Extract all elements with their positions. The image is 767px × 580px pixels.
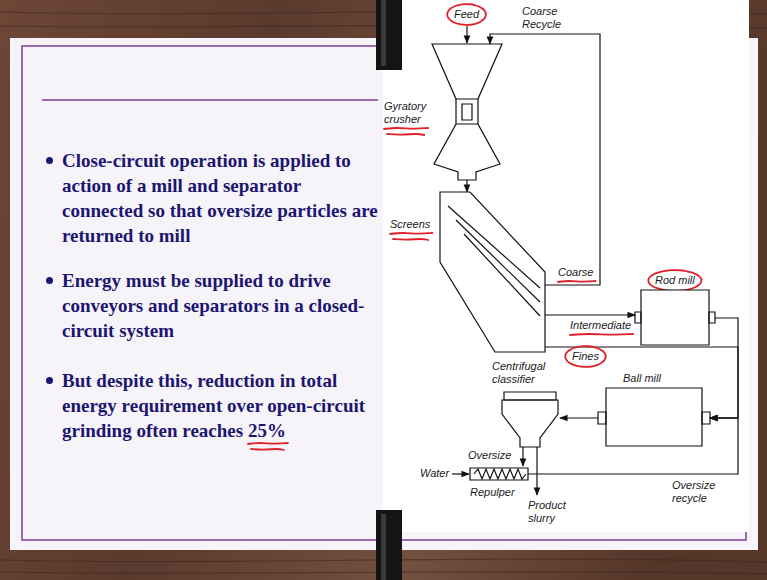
ball-mill: Ball mill	[598, 388, 710, 446]
node-outline-part	[464, 234, 540, 316]
red-annotation	[565, 346, 606, 367]
stream-label: Coarse	[558, 266, 593, 279]
centrifugal-classifier: Centrifugal classifier	[500, 392, 560, 447]
bullet-text: Energy must be supplied to drive conveyo…	[62, 268, 380, 343]
node-label: Gyratory crusher	[384, 100, 426, 126]
node-outline	[598, 388, 710, 446]
bullet-dot	[46, 277, 53, 284]
node-outline-part	[709, 312, 715, 323]
bullet-text: Close-circuit operation is applied to ac…	[62, 148, 380, 248]
flow-line	[545, 314, 635, 315]
red-annotation	[248, 443, 288, 444]
node-outline-part	[474, 469, 526, 479]
flow-line	[560, 417, 598, 418]
flow-line	[710, 318, 738, 418]
node-label: Repulper	[470, 486, 515, 499]
binder-clip-shine	[381, 0, 386, 66]
node-outline-part	[448, 206, 540, 288]
red-annotation	[390, 233, 432, 234]
water-arrow	[452, 473, 469, 474]
node-outline-part	[456, 220, 540, 302]
node-outline	[470, 466, 528, 482]
binder-clip-shine	[381, 514, 386, 580]
water-label: Water	[420, 467, 449, 480]
title-rule	[42, 99, 378, 101]
node-outline-part	[598, 412, 606, 424]
node-outline	[635, 290, 715, 345]
node-label: Screens	[390, 218, 430, 231]
node-outline-part	[504, 392, 556, 400]
node-outline-part	[641, 290, 709, 345]
feed-label: Feed	[454, 8, 479, 21]
repulper: Repulper	[470, 466, 528, 482]
stream-label: Fines	[572, 350, 599, 363]
red-annotation	[648, 270, 701, 291]
node-outline	[500, 392, 560, 447]
binder-clip	[376, 510, 402, 580]
gyratory-crusher: Gyratory crusher	[432, 44, 502, 180]
rod-mill: Rod mill	[635, 290, 715, 345]
node-outline-part	[502, 400, 558, 447]
node-outline-part	[462, 104, 472, 120]
node-outline	[440, 192, 545, 352]
red-annotation	[251, 449, 284, 450]
flow-line	[522, 447, 523, 466]
diagram-panel	[383, 0, 749, 532]
node-outline-part	[440, 192, 545, 352]
bullet-dot	[46, 377, 53, 384]
node-outline-part	[470, 468, 528, 480]
red-annotation	[384, 128, 428, 129]
red-annotation	[558, 281, 595, 282]
node-outline-part	[635, 312, 641, 323]
red-annotation	[447, 4, 486, 25]
binder-clip	[376, 0, 402, 70]
stream-label: Intermediate	[570, 319, 631, 332]
red-annotation	[393, 239, 428, 240]
node-outline	[432, 44, 502, 180]
feed-arrow	[466, 26, 467, 43]
node-outline-part	[456, 99, 478, 124]
bullet-text: But despite this, reduction in total ene…	[62, 368, 380, 443]
bullet-dot	[46, 157, 53, 164]
node-outline-part	[432, 44, 502, 180]
node-label: Rod mill	[655, 274, 695, 287]
product-label: Product slurry	[528, 499, 566, 525]
node-label: Centrifugal classifier	[492, 360, 545, 386]
screens-symbol: Screens	[440, 192, 545, 352]
red-annotation	[570, 334, 633, 335]
red-annotation	[387, 134, 424, 135]
product-arrow	[536, 447, 537, 495]
node-outline-part	[606, 388, 702, 446]
flow-line	[466, 180, 467, 192]
node-outline-part	[702, 412, 710, 424]
stream-label: Coarse Recycle	[522, 5, 561, 31]
stream-label: Oversize recycle	[672, 479, 715, 505]
node-label: Ball mill	[623, 372, 661, 385]
stream-label: Oversize	[468, 449, 511, 462]
